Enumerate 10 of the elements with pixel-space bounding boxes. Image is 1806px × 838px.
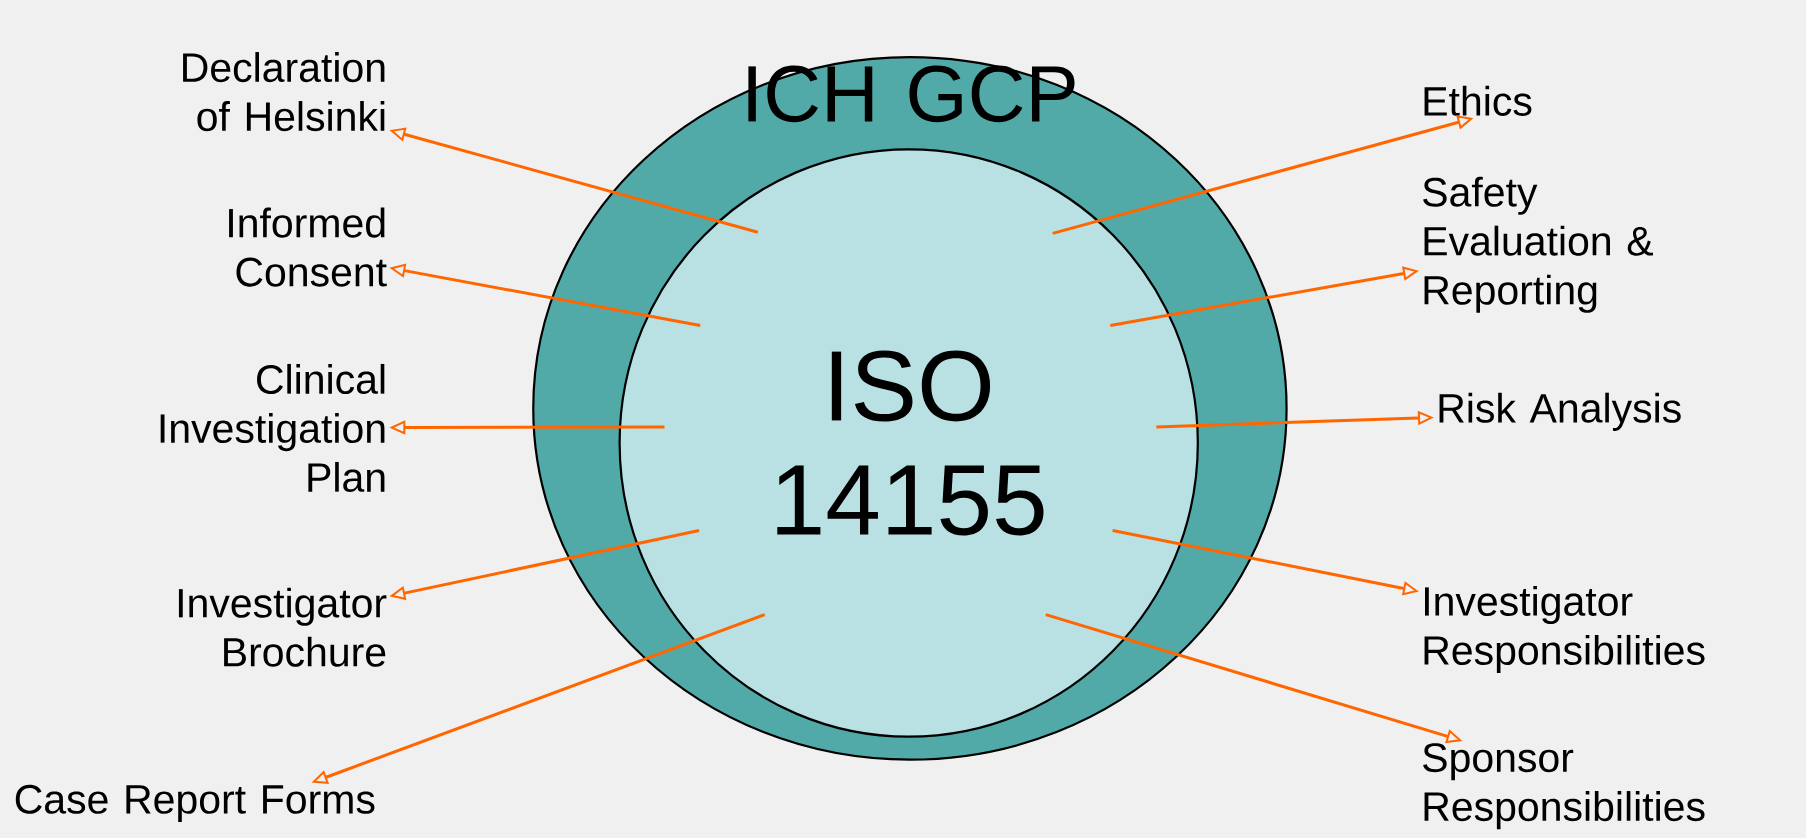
topic-label: Sponsor Responsibilities (1423, 743, 1705, 830)
topic-label: Clinical Investigation Plan (160, 363, 385, 493)
topic-label: Declaration of Helsinki (183, 52, 385, 132)
topic-label: Informed Consent (229, 207, 387, 287)
topic-label: Investigator Brochure (178, 587, 387, 667)
topic-label: Case Report Forms (15, 784, 375, 822)
topic-label: Risk Analysis (1439, 392, 1681, 431)
topic-label: Ethics (1424, 85, 1532, 116)
topic-label: Investigator Responsibilities (1424, 585, 1705, 674)
topic-label: Safety Evaluation & Reporting (1423, 176, 1653, 313)
